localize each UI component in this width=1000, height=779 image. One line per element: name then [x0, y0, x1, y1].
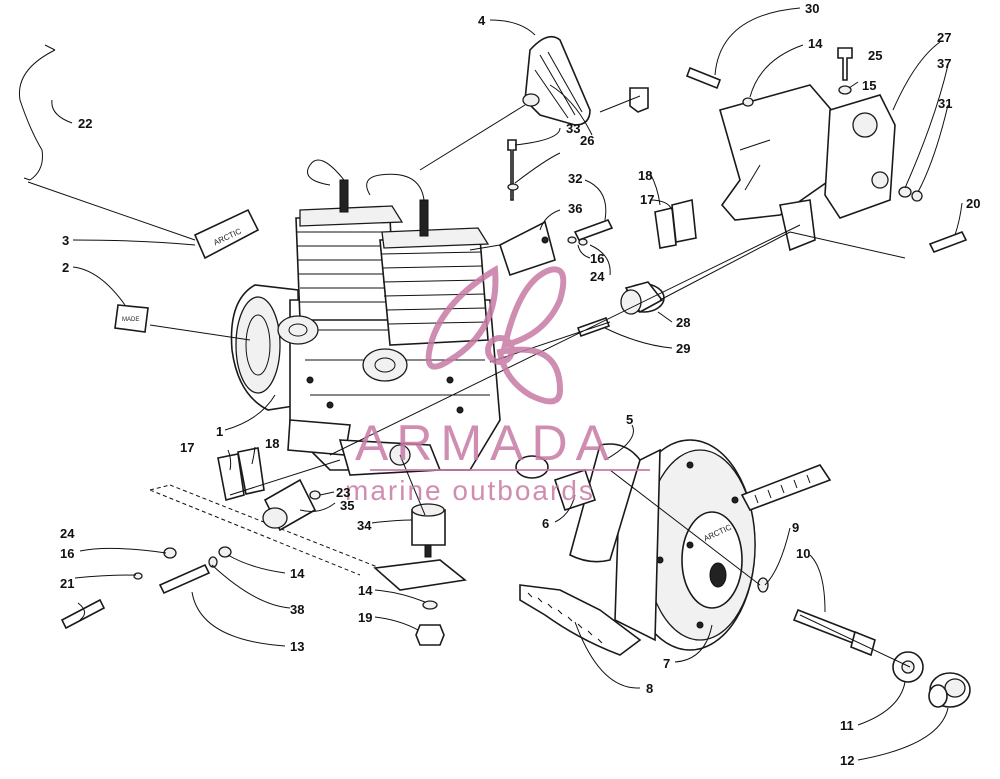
spacer-6	[553, 468, 597, 512]
callout-28: 28	[676, 315, 690, 330]
callout-13: 13	[290, 639, 304, 654]
callout-6: 6	[542, 516, 549, 531]
bolt-13	[158, 563, 211, 595]
watermark-tagline: marine outboards	[345, 475, 595, 506]
callout-22: 22	[78, 116, 92, 131]
callout-16-left: 16	[60, 546, 74, 561]
callout-29: 29	[676, 341, 690, 356]
id-plate: MADE	[114, 304, 149, 333]
callout-21: 21	[60, 576, 74, 591]
callout-32: 32	[568, 171, 582, 186]
callout-4: 4	[478, 13, 486, 28]
engine-mount-bracket	[522, 35, 591, 126]
callout-19: 19	[358, 610, 372, 625]
washer-16-top	[507, 183, 519, 191]
callout-9: 9	[792, 520, 799, 535]
callout-1: 1	[216, 424, 223, 439]
leader-lines	[51, 7, 963, 761]
callout-14-top: 14	[808, 36, 823, 51]
axis-lines	[27, 95, 911, 668]
bolt-30	[685, 66, 722, 90]
callout-16-right: 16	[590, 251, 604, 266]
watermark-brand: ARMADA	[355, 415, 617, 471]
callout-labels: 1 2 3 4 5 6 7 8 9 10 11 12 13 14 14 14 1…	[60, 1, 980, 768]
engine-decal: ARCTIC	[193, 208, 260, 260]
cable-tie	[18, 49, 56, 181]
bolt-33	[507, 139, 517, 201]
washer-23	[309, 490, 321, 500]
bolt-32	[573, 219, 614, 241]
callout-24-right: 24	[590, 269, 605, 284]
washer-14-top	[742, 97, 754, 107]
engine-assembly	[230, 159, 501, 476]
callout-36: 36	[568, 201, 582, 216]
callout-15: 15	[862, 78, 876, 93]
mount-bracket-36	[499, 220, 556, 277]
motor-mount-35	[262, 478, 317, 532]
shim-18-left	[237, 447, 265, 495]
clutch-cap	[928, 672, 971, 708]
washer-14-bottom	[422, 600, 438, 610]
callout-12: 12	[840, 753, 854, 768]
callout-34: 34	[357, 518, 372, 533]
callout-17-right: 17	[640, 192, 654, 207]
bracket-clip	[629, 87, 649, 113]
callout-18-left: 18	[265, 436, 279, 451]
spacer-5	[515, 455, 549, 479]
callout-18-right: 18	[638, 168, 652, 183]
callout-14-bottom: 14	[358, 583, 373, 598]
callout-20: 20	[966, 196, 980, 211]
mount-plate	[373, 559, 467, 591]
chain-guard	[719, 84, 841, 221]
rubber-mount-34	[411, 503, 446, 558]
propeller-logo-icon	[425, 264, 567, 405]
bolt-21	[60, 598, 106, 630]
callout-24-left: 24	[60, 526, 75, 541]
callout-17-left: 17	[180, 440, 194, 455]
callout-3: 3	[62, 233, 69, 248]
drive-clutch: ARCTIC	[614, 439, 756, 651]
bolt-20	[928, 230, 968, 254]
callout-10: 10	[796, 546, 810, 561]
callout-27: 27	[937, 30, 951, 45]
bolt-25	[837, 47, 853, 81]
callout-23: 23	[336, 485, 350, 500]
callout-11: 11	[840, 718, 854, 733]
callout-35: 35	[340, 498, 354, 513]
callout-14-left: 14	[290, 566, 305, 581]
shim-17-right	[654, 207, 677, 249]
washer-16-left	[133, 572, 143, 580]
rear-mount-bracket	[779, 94, 896, 252]
washer-14-left	[218, 546, 232, 558]
callout-38: 38	[290, 602, 304, 617]
callout-26: 26	[580, 133, 594, 148]
id-plate-text: MADE	[122, 317, 139, 323]
callout-25: 25	[868, 48, 882, 63]
callout-30: 30	[805, 1, 819, 16]
callout-37: 37	[937, 56, 951, 71]
shim-17-left	[217, 453, 245, 502]
washer-9	[757, 577, 769, 593]
callout-2: 2	[62, 260, 69, 275]
nut-19	[415, 624, 445, 646]
callout-5: 5	[626, 412, 633, 427]
callout-8: 8	[646, 681, 653, 696]
callout-7: 7	[663, 656, 670, 671]
armada-watermark: ARMADA marine outboards	[345, 264, 650, 506]
lockwasher-38	[208, 556, 218, 568]
shim-18-right	[671, 199, 697, 243]
callout-33: 33	[566, 121, 580, 136]
callout-31: 31	[938, 96, 952, 111]
